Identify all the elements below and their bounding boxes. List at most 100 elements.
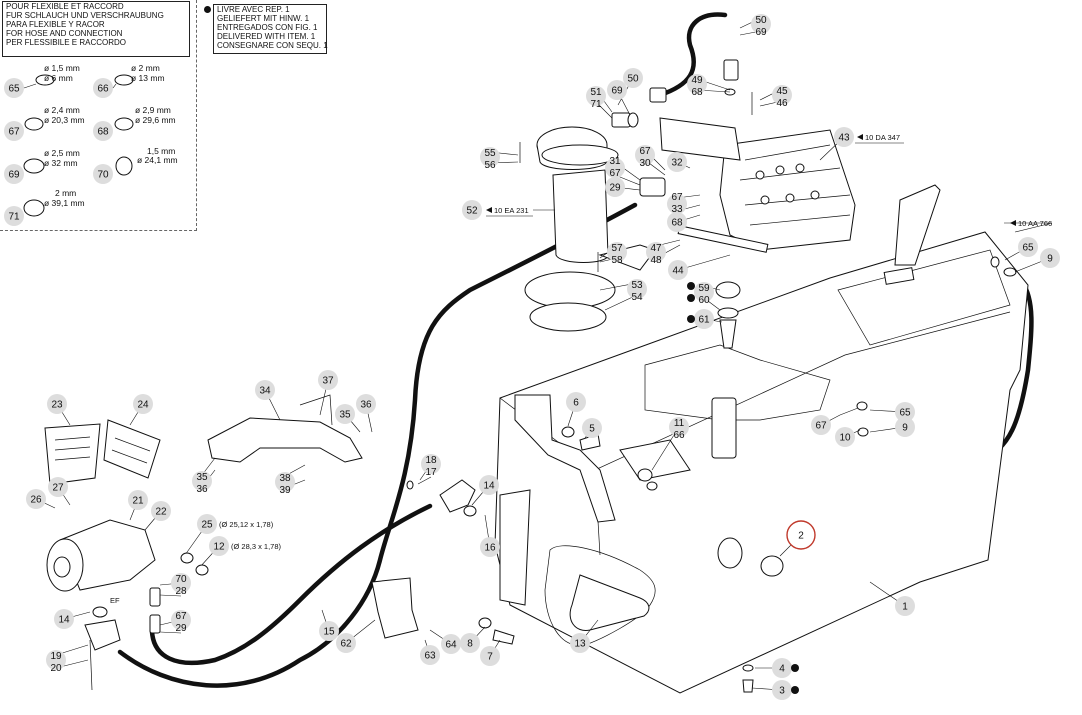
legend-line: PARA FLEXIBLE Y RACOR — [6, 20, 105, 29]
callout-bubble: 32 — [667, 152, 687, 172]
callout-bubble: 9 — [895, 417, 915, 437]
seal-callout: 65 — [8, 84, 20, 95]
callout-bubble: 23 — [47, 394, 67, 414]
svg-text:12: 12 — [213, 542, 225, 553]
svg-text:33: 33 — [671, 204, 683, 215]
svg-text:37: 37 — [322, 376, 334, 387]
callout-bubble: 21 — [128, 490, 148, 510]
svg-text:43: 43 — [838, 133, 850, 144]
seal-dimension: (Ø 28,3 x 1,78) — [231, 542, 282, 551]
svg-text:64: 64 — [445, 640, 457, 651]
svg-text:9: 9 — [1047, 254, 1053, 265]
bullet-icon — [791, 664, 799, 672]
svg-text:30: 30 — [639, 158, 651, 169]
svg-text:29: 29 — [609, 183, 621, 194]
svg-text:67: 67 — [639, 146, 651, 157]
gear-pump — [46, 519, 156, 651]
svg-text:55: 55 — [484, 148, 496, 159]
svg-text:47: 47 — [650, 243, 662, 254]
svg-text:68: 68 — [691, 87, 703, 98]
callout-bubble: 37 — [318, 370, 338, 390]
svg-text:70: 70 — [175, 574, 187, 585]
seal-dimension: ø 2,9 mm — [135, 105, 171, 115]
callout-bubble: 63 — [420, 645, 440, 665]
callout-bubble-highlighted: 2 — [786, 520, 816, 550]
callout-bubble: 61 — [694, 309, 714, 329]
callout-bubble: 62 — [336, 633, 356, 653]
seal-dimension: ø 1,5 mm — [44, 63, 80, 73]
svg-text:15: 15 — [323, 627, 335, 638]
callout-bubble: 26 — [26, 489, 46, 509]
flat-seal-icon — [115, 156, 133, 176]
bullet-icon — [687, 282, 695, 290]
legend-line: FUR SCHLAUCH UND VERSCHRAUBUNG — [6, 11, 164, 20]
svg-text:58: 58 — [611, 255, 623, 266]
svg-text:57: 57 — [611, 243, 623, 254]
svg-text:7: 7 — [487, 652, 493, 663]
seal-dimension: ø 6 mm — [44, 73, 73, 83]
callout-bubble: 1 — [895, 596, 915, 616]
svg-text:44: 44 — [672, 266, 684, 277]
seal-callout: 70 — [97, 170, 109, 181]
legend-line: ENTREGADOS CON FIG. 1 — [217, 23, 318, 32]
seal-dimension: 2 mm — [55, 188, 76, 198]
svg-text:19: 19 — [50, 651, 62, 662]
callout-bubble: 10 — [835, 427, 855, 447]
callout-bubble: 27 — [48, 477, 68, 497]
callout-bubble: 43 — [834, 127, 854, 147]
svg-text:63: 63 — [424, 651, 436, 662]
callout-bubble: 69 — [607, 80, 627, 100]
bolts-and-washers — [478, 256, 1017, 693]
arrow-icon — [857, 134, 863, 140]
legend-line: LIVRE AVEC REP. 1 — [217, 5, 290, 14]
svg-text:61: 61 — [698, 315, 710, 326]
cross-reference: 10 EA 231 — [494, 206, 529, 215]
svg-text:54: 54 — [631, 292, 643, 303]
legend-line: DELIVERED WITH ITEM. 1 — [217, 32, 316, 41]
control-valve — [659, 117, 856, 251]
callout-bubble: 3 — [772, 680, 792, 700]
svg-text:18: 18 — [425, 455, 437, 466]
svg-text:39: 39 — [279, 485, 291, 496]
svg-text:4: 4 — [779, 664, 785, 675]
callout-bubble: 68 — [667, 212, 687, 232]
svg-text:51: 51 — [590, 87, 602, 98]
svg-text:13: 13 — [574, 639, 586, 650]
o-ring-icon — [23, 158, 45, 174]
callout-bubble: 8 — [460, 633, 480, 653]
svg-text:60: 60 — [698, 295, 710, 306]
arrow-icon — [486, 207, 492, 213]
svg-text:23: 23 — [51, 400, 63, 411]
seal-legend-frame — [0, 0, 197, 231]
svg-text:69: 69 — [611, 86, 623, 97]
svg-text:46: 46 — [776, 98, 788, 109]
callout-bubble: 5 — [582, 418, 602, 438]
bullet-icon — [204, 6, 211, 13]
svg-text:67: 67 — [815, 421, 827, 432]
svg-text:50: 50 — [627, 74, 639, 85]
callout-bubble: 4 — [772, 658, 792, 678]
ef-label: EF — [110, 596, 120, 605]
bullet-icon — [687, 315, 695, 323]
svg-text:67: 67 — [671, 192, 683, 203]
svg-text:32: 32 — [671, 158, 683, 169]
o-ring-icon — [35, 74, 55, 86]
guard-bracket — [207, 394, 363, 463]
svg-text:29: 29 — [175, 623, 187, 634]
svg-text:31: 31 — [609, 156, 621, 167]
svg-text:27: 27 — [52, 483, 64, 494]
svg-text:6: 6 — [573, 398, 579, 409]
svg-text:45: 45 — [776, 86, 788, 97]
seal-callout: 68 — [97, 127, 109, 138]
